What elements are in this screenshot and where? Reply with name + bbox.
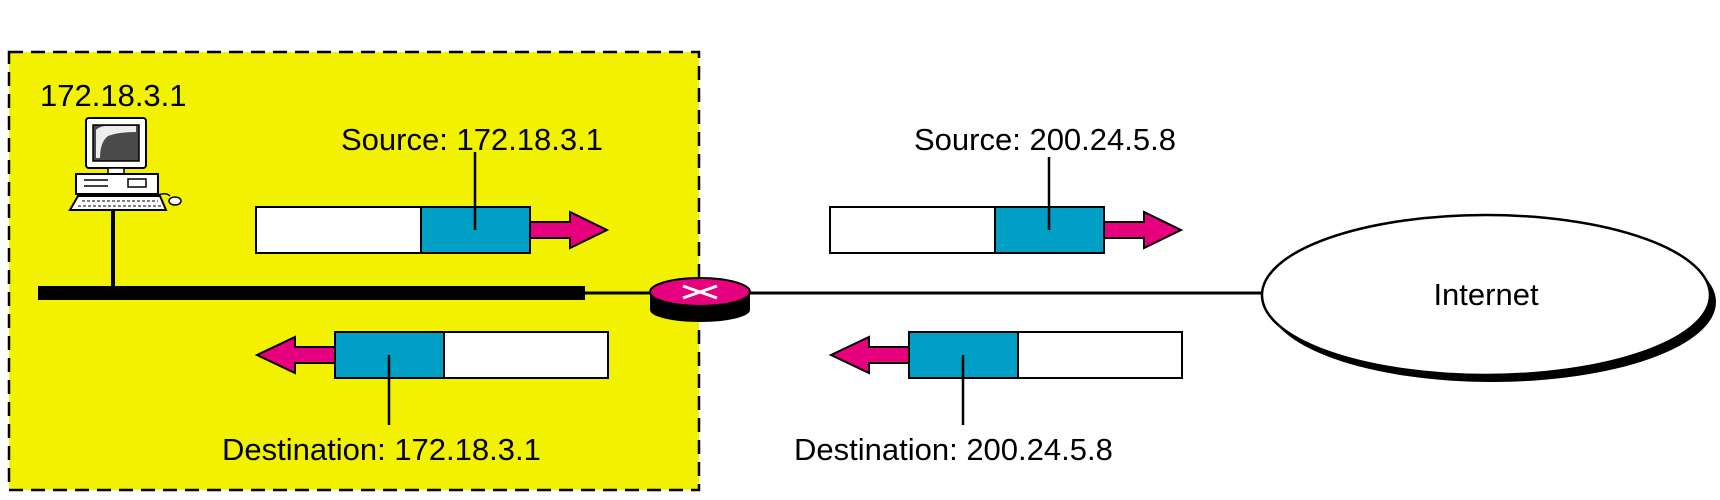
left-arrow-icon xyxy=(254,335,336,375)
left-arrow-icon xyxy=(828,335,910,375)
internet-cloud xyxy=(1260,213,1712,377)
host-address: 172.18.3.1 xyxy=(40,78,187,113)
public-source-label: Source: 200.24.5.8 xyxy=(914,122,1176,157)
private-incoming-packet xyxy=(254,331,609,425)
public-destination-label: Destination: 200.24.5.8 xyxy=(794,432,1113,467)
right-arrow-icon xyxy=(1103,210,1184,250)
private-source-label: Source: 172.18.3.1 xyxy=(341,122,603,157)
private-outgoing-packet xyxy=(255,152,610,254)
private-destination-label: Destination: 172.18.3.1 xyxy=(222,432,541,467)
public-incoming-packet xyxy=(828,331,1183,425)
host-computer-icon xyxy=(68,117,182,211)
nat-router-icon xyxy=(649,277,751,322)
public-outgoing-packet xyxy=(829,157,1184,254)
packet-payload xyxy=(443,331,609,379)
lan-bus xyxy=(38,286,585,300)
packet-payload xyxy=(255,206,422,254)
right-arrow-icon xyxy=(529,210,610,250)
internet-label: Internet xyxy=(1433,277,1539,312)
packet-payload xyxy=(829,206,996,254)
packet-payload xyxy=(1017,331,1183,379)
